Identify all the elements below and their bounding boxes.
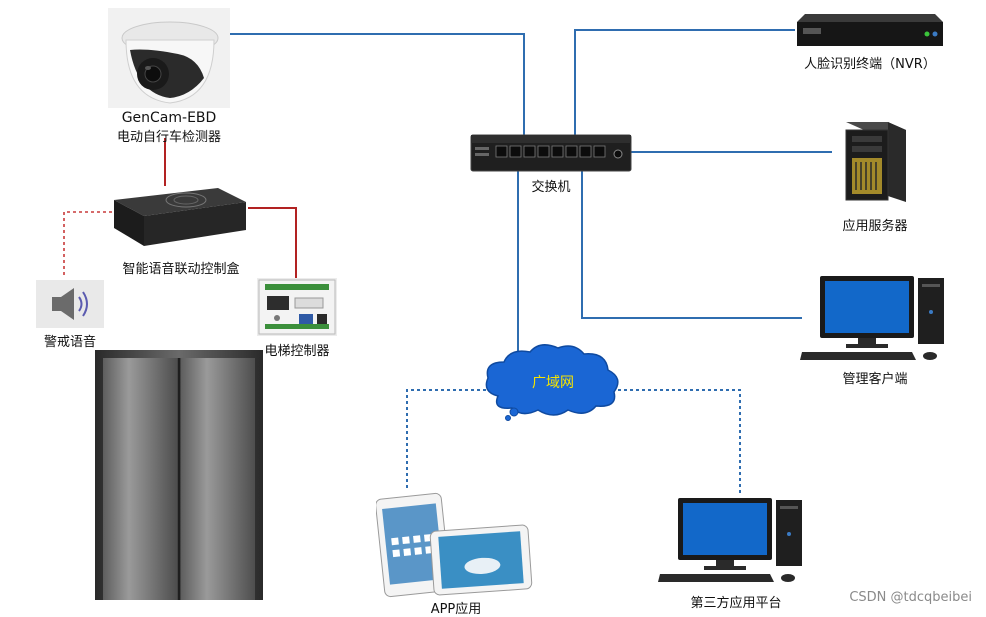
control-box-icon (114, 188, 246, 246)
elevator-doors-icon (95, 350, 263, 600)
elevator-node (95, 350, 263, 600)
link-voicebox-alarm (63, 211, 112, 278)
app-node (375, 490, 536, 598)
app-label: APP应用 (430, 602, 482, 617)
wan-node (478, 340, 628, 422)
voice-box-label: 智能语音联动控制盒 (122, 262, 240, 277)
alarm-label: 警戒语音 (43, 335, 96, 350)
nvr-node (795, 12, 945, 48)
link-camera-switch (230, 33, 525, 136)
mgmt-client-node (800, 272, 952, 364)
voice-box-node (108, 180, 250, 250)
third-party-label: 第三方应用平台 (690, 596, 782, 611)
switch-node (470, 134, 632, 172)
cloud-icon (485, 344, 619, 421)
server-node (832, 118, 914, 206)
wan-label: 广域网 (532, 375, 574, 391)
camera-label-model: GenCam-EBD (121, 110, 217, 126)
mgmt-client-label: 管理客户端 (842, 372, 908, 387)
tower-server-icon (845, 122, 906, 202)
link-voicebox-elevator-controller (248, 207, 297, 280)
desktop-computer-icon (800, 276, 944, 360)
link-wan-app (406, 389, 486, 490)
link-switch-nvr (574, 29, 795, 136)
speaker-icon (52, 288, 88, 320)
camera-node (108, 8, 230, 108)
circuit-board-icon (258, 279, 336, 335)
server-label: 应用服务器 (842, 219, 908, 234)
elevator-controller-label: 电梯控制器 (264, 344, 330, 359)
camera-label-name: 电动自行车检测器 (116, 130, 221, 145)
link-switch-mgmt (581, 170, 802, 319)
nvr-label: 人脸识别终端（NVR） (804, 57, 936, 72)
nvr-recorder-icon (797, 14, 943, 46)
alarm-node (36, 280, 104, 328)
network-switch-icon (470, 134, 632, 172)
elevator-controller-node (257, 278, 337, 336)
desktop-computer-icon (658, 498, 802, 582)
watermark: CSDN @tdcqbeibei (849, 590, 972, 605)
link-wan-thirdparty (612, 389, 741, 495)
third-party-node (658, 494, 810, 586)
tablet-icon (375, 492, 533, 598)
switch-label: 交换机 (531, 180, 571, 195)
dome-camera-icon (121, 21, 219, 104)
